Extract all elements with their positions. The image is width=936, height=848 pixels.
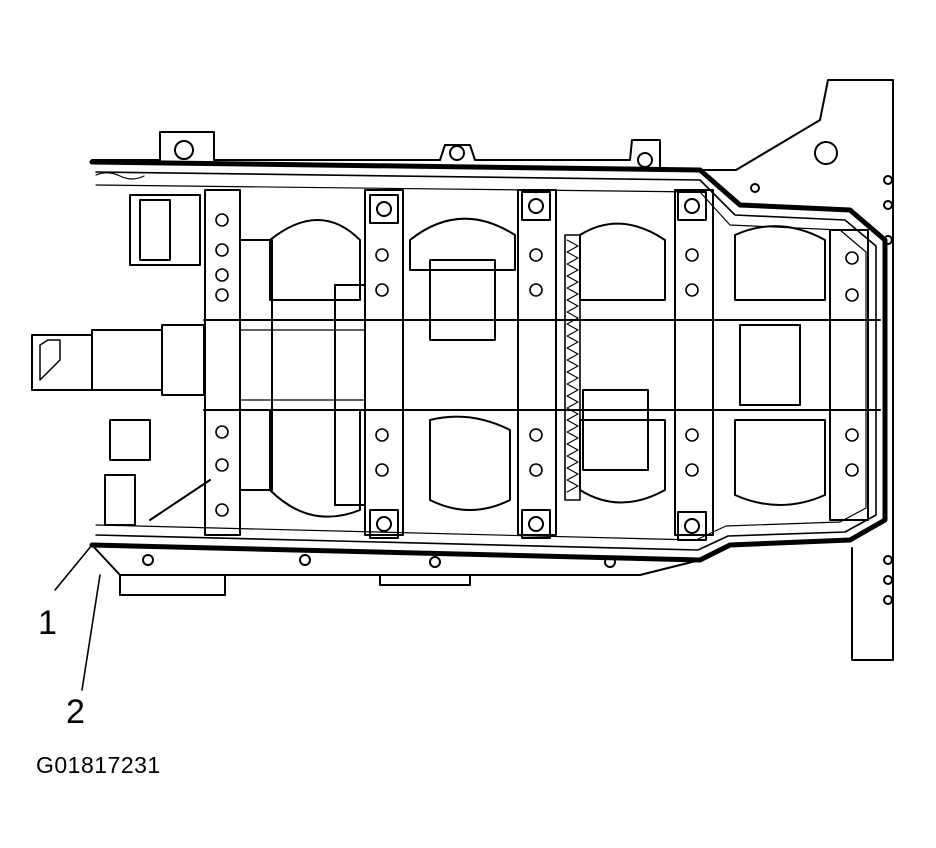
main-bearing-caps: [204, 189, 869, 541]
callout-2-leader: [81, 574, 101, 691]
callout-leaders: [54, 544, 101, 691]
crankshaft-journal: [203, 234, 881, 501]
oil-pan-gasket: [89, 159, 888, 563]
engine-block-outline: [91, 79, 894, 661]
crankshaft-counterweights: [239, 217, 826, 518]
bearing-cap-bolts: [215, 213, 859, 517]
callout-1-label: 1: [38, 604, 57, 642]
callout-2-label: 2: [66, 693, 85, 731]
crankshaft-nose: [31, 194, 211, 526]
oil-pan-lower-flange: [91, 544, 701, 596]
figure-id-label: G01817231: [36, 752, 161, 778]
callout-1-leader: [54, 544, 93, 591]
